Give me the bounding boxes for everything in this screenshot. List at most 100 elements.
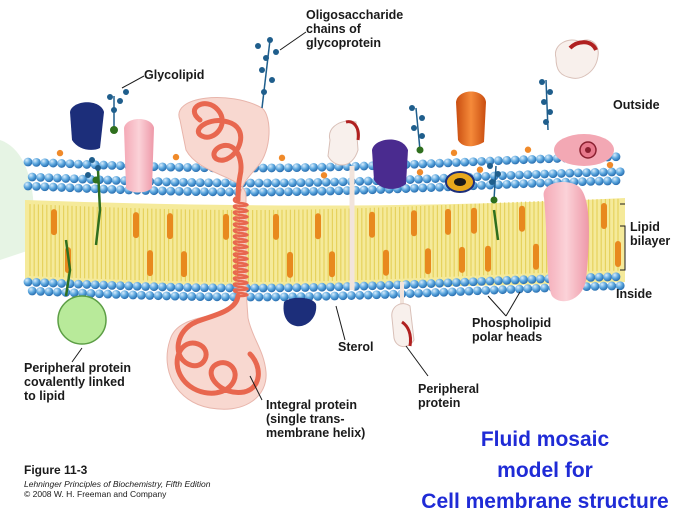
polar-head xyxy=(431,174,440,183)
polar-head xyxy=(615,167,625,177)
polar-head xyxy=(410,159,419,169)
polar-head xyxy=(69,174,79,184)
polar-head xyxy=(162,177,172,187)
polar-head xyxy=(426,183,436,192)
polar-head xyxy=(536,154,545,164)
polar-head xyxy=(611,272,621,282)
polar-head xyxy=(132,281,142,291)
polar-head xyxy=(338,291,348,301)
pink-protein-right xyxy=(543,182,589,302)
label-oligosaccharide-line3: glycoprotein xyxy=(306,36,382,50)
polar-head xyxy=(187,292,197,301)
polar-head xyxy=(263,292,272,302)
label-integral-line3: membrane helix) xyxy=(266,426,366,440)
polar-head xyxy=(23,157,33,167)
label-peripheral-line1: Peripheral xyxy=(418,382,480,396)
polar-head xyxy=(116,281,125,291)
polar-head xyxy=(107,160,117,170)
figure-number: Figure 11-3 xyxy=(24,463,88,477)
polar-head xyxy=(464,286,474,296)
polar-head xyxy=(502,275,512,285)
polar-head xyxy=(254,178,264,188)
slide-title-line3: Cell membrane structure xyxy=(421,490,669,513)
polar-head xyxy=(263,178,272,188)
polar-head xyxy=(342,186,352,195)
label-outside: Outside xyxy=(613,98,660,112)
polar-head xyxy=(216,187,226,197)
polar-head xyxy=(426,159,436,168)
polar-head xyxy=(536,274,545,284)
middle-sugar-chain xyxy=(409,105,425,154)
polar-head xyxy=(359,185,369,195)
polar-head xyxy=(435,158,444,168)
polar-head xyxy=(300,283,310,292)
polar-head xyxy=(284,283,293,293)
polar-head xyxy=(435,182,444,192)
polar-head xyxy=(355,290,365,300)
polar-head xyxy=(603,272,612,282)
polar-head xyxy=(267,187,276,197)
polar-head xyxy=(27,172,37,182)
polar-head xyxy=(557,169,566,178)
polar-head xyxy=(170,177,180,187)
sterol-molecule xyxy=(459,246,465,273)
label-peripheral-protein: Peripheral protein xyxy=(418,382,479,410)
polar-head xyxy=(321,291,331,301)
polar-head xyxy=(590,281,600,291)
polar-head xyxy=(393,280,402,290)
sterol-head xyxy=(476,166,484,173)
polar-head xyxy=(267,283,276,293)
polar-head xyxy=(494,180,503,190)
polar-head xyxy=(48,278,58,288)
polar-head xyxy=(468,157,478,167)
polar-head xyxy=(544,154,554,164)
polar-head xyxy=(418,279,428,289)
polar-head xyxy=(565,168,575,178)
polar-head xyxy=(527,154,537,164)
polar-head xyxy=(300,163,310,172)
polar-head xyxy=(23,277,33,287)
polar-head xyxy=(594,272,604,282)
polar-head xyxy=(510,179,520,189)
sterol-head xyxy=(320,172,328,179)
polar-head xyxy=(65,183,75,193)
polar-head xyxy=(334,186,344,196)
sterol-molecule xyxy=(425,248,431,275)
polar-head xyxy=(191,187,201,196)
polar-head xyxy=(317,186,327,196)
polar-head xyxy=(57,159,66,168)
polar-head xyxy=(527,178,537,188)
label-sterol: Sterol xyxy=(338,340,374,354)
polar-head xyxy=(309,162,318,172)
polar-head xyxy=(531,283,541,293)
polar-head xyxy=(456,287,465,296)
sterol-head xyxy=(56,149,64,157)
polar-head xyxy=(271,292,281,302)
polar-head xyxy=(183,163,193,172)
polar-head xyxy=(498,285,507,295)
polar-head xyxy=(368,281,377,291)
polar-head xyxy=(502,179,512,189)
polar-head xyxy=(615,281,625,291)
polar-head xyxy=(510,275,520,285)
ring-protein xyxy=(445,171,475,193)
polar-head xyxy=(481,172,491,181)
polar-head xyxy=(531,169,541,179)
polar-head xyxy=(82,160,92,169)
polar-head xyxy=(309,282,318,292)
polar-head xyxy=(90,184,100,194)
polar-head xyxy=(65,159,75,169)
label-oligosaccharide-line1: Oligosaccharide xyxy=(306,8,404,22)
polar-head xyxy=(44,173,54,183)
label-phospholipid-line1: Phospholipid xyxy=(472,316,552,330)
polar-head xyxy=(515,170,524,180)
polar-head xyxy=(267,163,276,173)
polar-head xyxy=(611,152,621,162)
label-oligosaccharide: Oligosaccharide chains of glycoprotein xyxy=(306,8,403,50)
polar-head xyxy=(99,160,108,170)
polar-head xyxy=(519,155,528,165)
polar-head xyxy=(48,182,58,192)
label-integral-line2: (single trans- xyxy=(266,412,345,426)
polar-head xyxy=(515,284,524,294)
